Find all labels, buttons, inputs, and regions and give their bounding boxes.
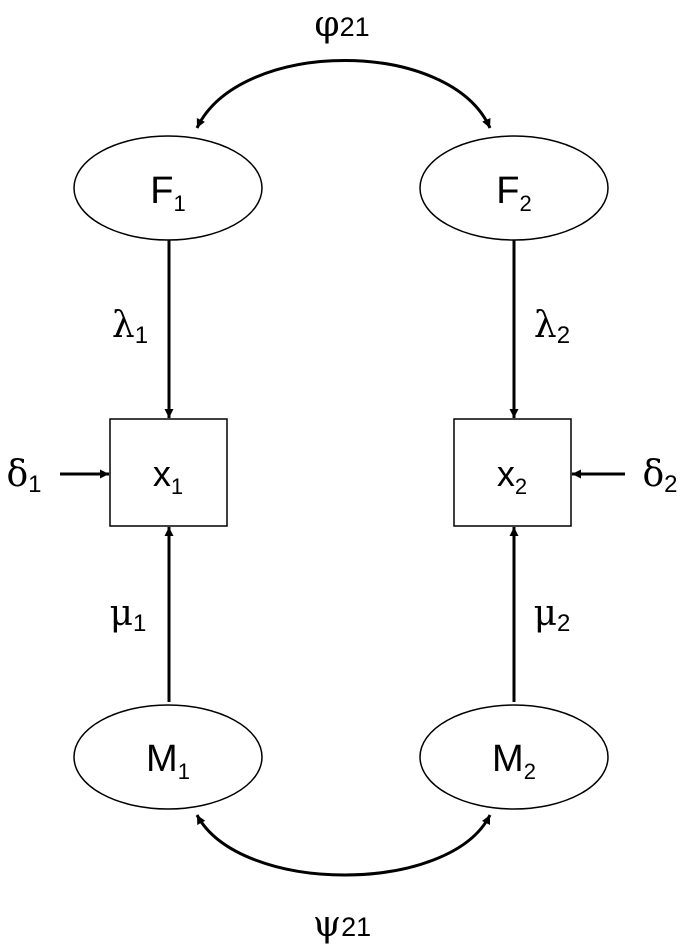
psi21-arrow bbox=[195, 814, 492, 877]
x1-label: x1 bbox=[153, 453, 183, 499]
f2-label: F2 bbox=[496, 170, 531, 216]
x2-box bbox=[453, 418, 572, 527]
psi21-label: ψ21 bbox=[313, 904, 371, 945]
x2-label: x2 bbox=[497, 453, 527, 499]
lambda2-label: λ2 bbox=[534, 305, 570, 349]
m2-label: M2 bbox=[492, 738, 536, 784]
m2-ellipse bbox=[419, 704, 609, 810]
phi21-label: φ21 bbox=[314, 4, 369, 45]
mu2-label: μ2 bbox=[534, 593, 571, 637]
mu1-label: μ1 bbox=[110, 593, 147, 637]
phi21-arrow bbox=[195, 59, 492, 129]
f1-label: F1 bbox=[150, 170, 185, 216]
x1-box bbox=[109, 418, 228, 527]
delta2-label: δ2 bbox=[642, 454, 677, 498]
lambda1-label: λ1 bbox=[112, 305, 148, 349]
m1-label: M1 bbox=[146, 738, 190, 784]
delta1-label: δ1 bbox=[6, 454, 41, 498]
m1-ellipse bbox=[73, 704, 263, 810]
